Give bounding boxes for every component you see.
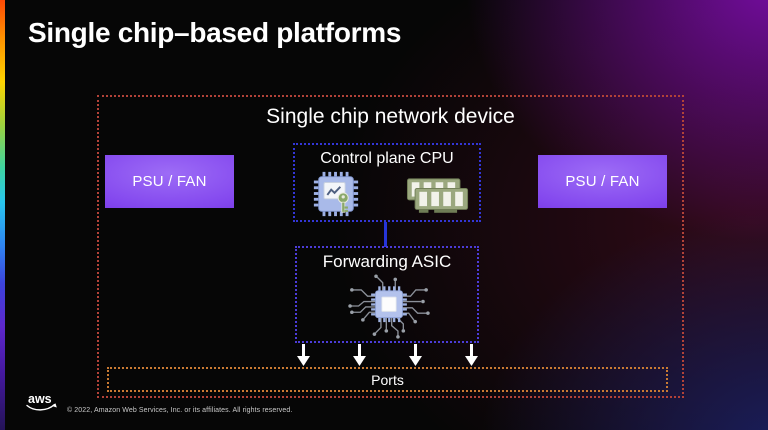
- down-arrow-icon: [352, 344, 367, 367]
- rainbow-edge-stripe: [0, 0, 5, 430]
- copyright-text: © 2022, Amazon Web Services, Inc. or its…: [67, 407, 293, 414]
- down-arrow-icon: [408, 344, 423, 367]
- cpu-chip-icon: [311, 169, 361, 224]
- control-plane-cpu-label: Control plane CPU: [320, 150, 454, 167]
- down-arrow-icon: [296, 344, 311, 367]
- down-arrow-icon: [464, 344, 479, 367]
- forwarding-asic-box: Forwarding ASIC: [295, 246, 479, 343]
- psu-fan-left-label: PSU / FAN: [132, 173, 207, 190]
- memory-modules-icon: [405, 177, 471, 224]
- cpu-asic-connector-line: [384, 222, 387, 247]
- asic-circuit-icon: [339, 272, 439, 345]
- ports-box: Ports: [107, 367, 668, 392]
- psu-fan-left-box: PSU / FAN: [105, 155, 234, 208]
- psu-fan-right-label: PSU / FAN: [565, 173, 640, 190]
- asic-to-ports-arrows: [296, 344, 479, 367]
- ports-label: Ports: [371, 371, 404, 388]
- forwarding-asic-label: Forwarding ASIC: [322, 252, 452, 271]
- control-plane-cpu-box: Control plane CPU: [293, 143, 481, 222]
- aws-logo: aws: [24, 391, 58, 419]
- device-box-label: Single chip network device: [266, 105, 515, 128]
- slide-title: Single chip–based platforms: [28, 17, 402, 48]
- psu-fan-right-box: PSU / FAN: [538, 155, 667, 208]
- single-chip-device-box: [97, 95, 684, 398]
- aws-logo-text: aws: [28, 392, 52, 406]
